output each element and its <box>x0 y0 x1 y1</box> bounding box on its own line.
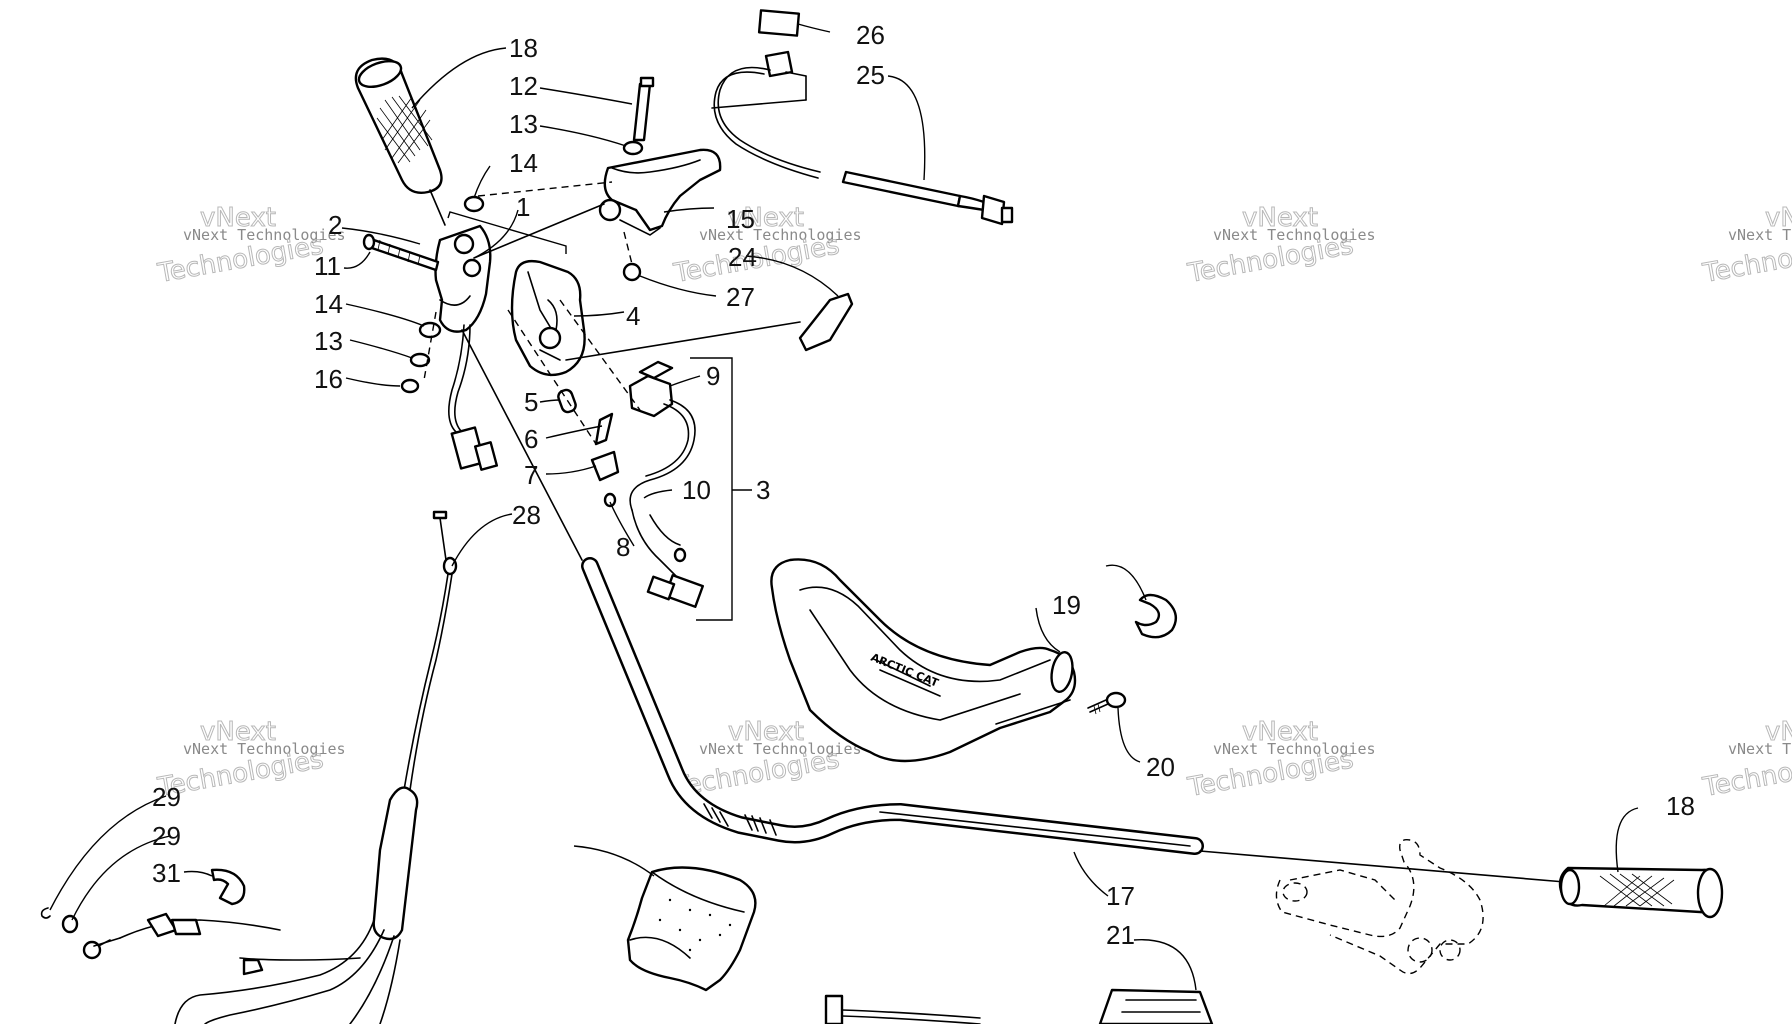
small-hardware <box>400 311 442 394</box>
watermark: vNext vNext Technologies Technologies <box>1700 203 1792 290</box>
watermark-line2: vNext Technologies <box>1728 226 1792 244</box>
callout-22: 24 <box>728 242 757 272</box>
watermark-line1: vNext <box>728 717 804 747</box>
handlebar <box>581 557 1204 855</box>
watermark-line2: vNext Technologies <box>1213 740 1376 758</box>
watermark-line2: vNext Technologies <box>183 226 346 244</box>
callout-23: 25 <box>856 60 885 90</box>
watermark-line2: vNext Technologies <box>1728 740 1792 758</box>
switch-housing <box>510 259 586 377</box>
decal <box>1098 988 1214 1024</box>
callout-1: 1 <box>516 192 530 222</box>
callout-12: 12 <box>509 71 538 101</box>
left-grip <box>354 57 446 226</box>
callout-6: 6 <box>524 424 538 454</box>
callout-17: 17 <box>1106 881 1135 911</box>
callout-14: 14 <box>314 289 343 319</box>
callout-18: 18 <box>1666 791 1695 821</box>
callout-11: 11 <box>314 251 341 281</box>
throttle-cable <box>40 510 458 1024</box>
callout-21: 21 <box>1106 920 1135 950</box>
callout-20: 20 <box>1146 752 1175 782</box>
watermark: vNext vNext Technologies Technologies <box>1700 717 1792 804</box>
callout-16: 16 <box>314 364 343 394</box>
callout-26: 28 <box>512 500 541 530</box>
watermark-line1: vNext <box>1765 717 1792 747</box>
watermark: vNext vNext Technologies Technologies <box>1185 717 1376 804</box>
right-grip <box>1558 866 1724 919</box>
watermark-line1: vNext <box>200 203 276 233</box>
callouts: 18 12 13 14 1 2 11 14 13 16 15 24 27 4 5… <box>152 20 1695 950</box>
throttle-block <box>362 224 499 471</box>
group-bracket <box>447 211 567 254</box>
callout-13: 13 <box>509 109 538 139</box>
brake-lever-outline <box>1275 839 1484 975</box>
watermark-line1: vNext <box>1242 717 1318 747</box>
callout-7: 7 <box>524 460 538 490</box>
wire-harness <box>711 9 1014 226</box>
watermark-line1: vNext <box>200 717 276 747</box>
callout-13: 13 <box>314 326 343 356</box>
group-bracket <box>690 357 733 621</box>
callout-29: 31 <box>152 858 181 888</box>
clamp <box>1134 593 1178 639</box>
callout-18: 18 <box>509 33 538 63</box>
bracket <box>565 292 854 361</box>
callout-10: 10 <box>682 475 711 505</box>
hand-guard: ARCTIC CAT <box>770 558 1077 763</box>
centerline <box>1199 850 1566 883</box>
watermark-line1: vNext <box>1242 203 1318 233</box>
watermark-line2: vNext Technologies <box>699 226 862 244</box>
watermark-line2: vNext Technologies <box>183 740 346 758</box>
switch-assembly <box>507 299 704 609</box>
callout-8: 8 <box>616 532 630 562</box>
watermark: vNext vNext Technologies Technologies <box>1185 203 1376 290</box>
screw <box>1087 691 1127 715</box>
watermark-line2: vNext Technologies <box>1213 226 1376 244</box>
callout-28: 29 <box>152 821 181 851</box>
callout-4: 4 <box>626 301 640 331</box>
callout-9: 9 <box>706 361 720 391</box>
callout-19: 19 <box>1052 590 1081 620</box>
callout-24: 26 <box>856 20 885 50</box>
watermark: vNext vNext Technologies Technologies <box>155 717 346 804</box>
callout-27: 29 <box>152 782 181 812</box>
callout-25: 27 <box>726 282 755 312</box>
callout-14: 14 <box>509 148 538 178</box>
watermark: vNext vNext Technologies Technologies <box>671 203 862 290</box>
watermark-line2: vNext Technologies <box>699 740 862 758</box>
leader-lines <box>49 23 1639 991</box>
callout-5: 5 <box>524 387 538 417</box>
callout-3: 3 <box>756 475 770 505</box>
callout-15: 15 <box>726 204 755 234</box>
watermark-line1: vNext <box>728 203 804 233</box>
watermark-line1: vNext <box>1765 203 1792 233</box>
assembly-line <box>461 329 583 561</box>
handlebar-pad <box>626 866 757 992</box>
callout-2: 2 <box>328 210 342 240</box>
bottom-connector <box>824 994 981 1024</box>
throttle-lever <box>463 76 722 282</box>
